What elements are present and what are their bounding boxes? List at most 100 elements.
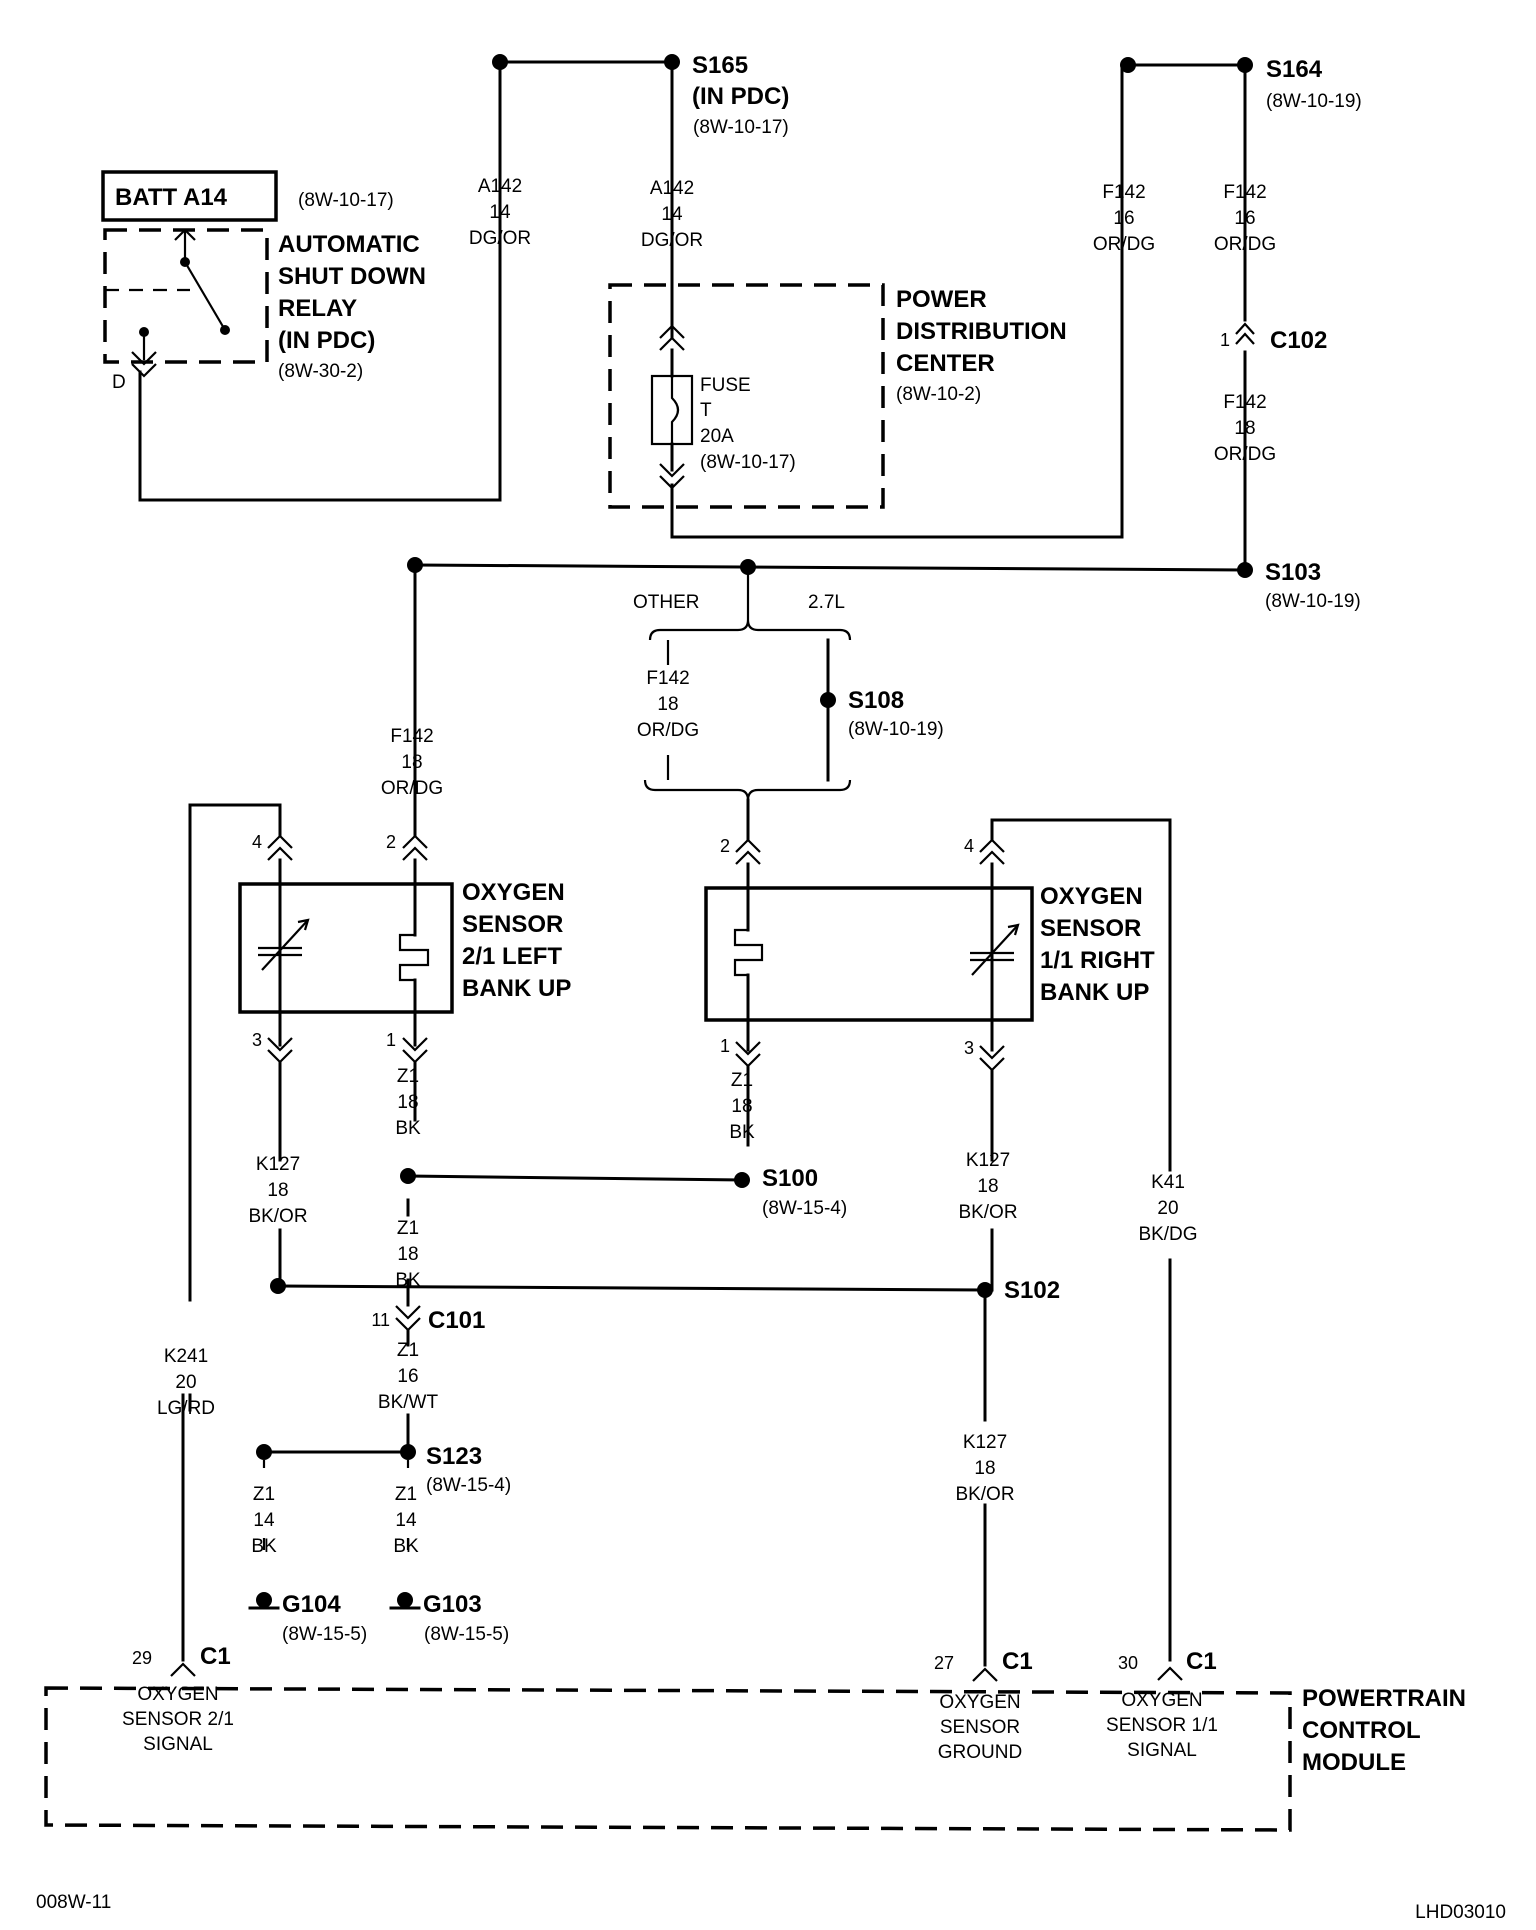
svg-text:BK/OR: BK/OR [248, 1206, 307, 1227]
o2-left-pin-2: 2 [386, 832, 396, 852]
splice-s103-label: S103 [1265, 559, 1321, 586]
wire-label-k41: K41 20 BK/DG [1138, 1172, 1197, 1245]
asd-relay-pin: D [112, 372, 126, 393]
asd-relay-line-4: (IN PDC) [278, 327, 375, 354]
svg-text:K127: K127 [963, 1432, 1007, 1453]
pdc-line-2: DISTRIBUTION [896, 318, 1067, 345]
pcm-pin-27-conn: C1 [1002, 1648, 1033, 1675]
pcm-pin-29-line-1: OXYGEN [137, 1684, 218, 1705]
o2-right-line-3: 1/1 RIGHT [1040, 947, 1155, 974]
svg-text:18: 18 [974, 1458, 995, 1479]
svg-text:18: 18 [977, 1176, 998, 1197]
pcm-line-2: CONTROL [1302, 1717, 1421, 1744]
asd-relay-line-1: AUTOMATIC [278, 231, 420, 258]
svg-text:14: 14 [395, 1510, 417, 1531]
o2-right-line-1: OXYGEN [1040, 883, 1143, 910]
svg-text:16: 16 [1234, 208, 1255, 229]
pcm-pin-30-conn: C1 [1186, 1648, 1217, 1675]
svg-text:18: 18 [397, 1244, 418, 1265]
fuse-line-2: T [700, 400, 712, 421]
svg-text:K127: K127 [256, 1154, 300, 1175]
svg-text:20: 20 [1157, 1198, 1178, 1219]
o2-left-line-4: BANK UP [462, 975, 571, 1002]
svg-text:BK/OR: BK/OR [958, 1202, 1017, 1223]
footer-left-code: 008W-11 [36, 1892, 111, 1913]
splice-s100-ref: (8W-15-4) [762, 1198, 847, 1219]
wire-label-z1-left-up: Z1 18 BK [395, 1066, 421, 1139]
pcm-pin-27-line-2: SENSOR [940, 1717, 1020, 1738]
connector-c102 [1235, 322, 1255, 345]
svg-text:F142: F142 [1223, 182, 1266, 203]
svg-text:14: 14 [489, 202, 511, 223]
wire-label-z1-g104: Z1 14 BK [251, 1484, 277, 1557]
pcm-pin-30-num: 30 [1118, 1653, 1138, 1673]
pcm-pin-30-line-1: OXYGEN [1121, 1690, 1202, 1711]
fuse-line-3: 20A [700, 426, 734, 447]
svg-text:Z1: Z1 [731, 1070, 753, 1091]
wire-label-f142-b: F142 16 OR/DG [1214, 182, 1276, 255]
pcm-line-1: POWERTRAIN [1302, 1685, 1466, 1712]
pcm-pin-30-line-3: SIGNAL [1127, 1740, 1197, 1761]
svg-text:K41: K41 [1151, 1172, 1185, 1193]
option-2-7l: 2.7L [808, 592, 845, 613]
wire-label-f142-c: F142 18 OR/DG [1214, 392, 1276, 465]
connector-c102-label: C102 [1270, 327, 1327, 354]
option-other: OTHER [633, 592, 700, 613]
wire-label-z1-right-up: Z1 18 BK [729, 1070, 755, 1143]
ground-g104-ref: (8W-15-5) [282, 1624, 367, 1645]
svg-text:20: 20 [175, 1372, 196, 1393]
wire-label-f142-other: F142 18 OR/DG [637, 668, 699, 741]
batt-a14-box [101, 170, 278, 222]
pdc-line-3: CENTER [896, 350, 995, 377]
splice-s100-dot [734, 1172, 750, 1188]
pcm-pin-29-line-2: SENSOR 2/1 [122, 1709, 234, 1730]
splice-s100-label: S100 [762, 1165, 818, 1192]
pdc-line-1: POWER [896, 286, 987, 313]
o2-right-line-4: BANK UP [1040, 979, 1149, 1006]
wire-label-k241: K241 20 LG/RD [157, 1346, 215, 1419]
connector-c101-pin: 11 [371, 1310, 390, 1330]
splice-s123-dot [400, 1444, 416, 1460]
wire-label-z1-c101: Z1 16 BK/WT [378, 1340, 439, 1413]
splice-s108-ref: (8W-10-19) [848, 719, 944, 740]
wire-label-a142-mid: A142 14 DG/OR [641, 178, 703, 251]
fuse-line-1: FUSE [700, 375, 751, 396]
wire-label-f142-left: F142 18 OR/DG [381, 726, 443, 799]
splice-s123-label: S123 [426, 1443, 482, 1470]
o2-right-pin-2: 2 [720, 836, 730, 856]
o2-left-pin-4: 4 [252, 832, 262, 852]
wire-label-z1-mid: Z1 18 BK [395, 1218, 421, 1291]
svg-text:K127: K127 [966, 1150, 1010, 1171]
pcm-line-3: MODULE [1302, 1749, 1406, 1776]
svg-text:F142: F142 [1102, 182, 1145, 203]
asd-relay-line-2: SHUT DOWN [278, 263, 426, 290]
option-braces [643, 567, 852, 842]
connector-c101-label: C101 [428, 1307, 485, 1334]
o2-right-line-2: SENSOR [1040, 915, 1141, 942]
svg-text:LG/RD: LG/RD [157, 1398, 215, 1419]
pcm-pin-27-line-1: OXYGEN [939, 1692, 1020, 1713]
splice-s164-ref: (8W-10-19) [1266, 91, 1362, 112]
o2-right-pin-3: 3 [964, 1038, 974, 1058]
powertrain-control-module [44, 1662, 1292, 1832]
ground-g103-label: G103 [423, 1591, 482, 1618]
ground-g104-label: G104 [282, 1591, 341, 1618]
svg-text:OR/DG: OR/DG [381, 778, 443, 799]
splice-s165-label: S165 [692, 52, 748, 79]
batt-a14-label: BATT A14 [115, 184, 228, 211]
svg-text:18: 18 [1234, 418, 1255, 439]
svg-text:BK: BK [729, 1122, 755, 1143]
svg-text:14: 14 [661, 204, 683, 225]
wire-label-k127-right-up: K127 18 BK/OR [958, 1150, 1017, 1223]
o2-left-line-2: SENSOR [462, 911, 563, 938]
wire-label-a142-left: A142 14 DG/OR [469, 176, 531, 249]
wire-label-k127-left: K127 18 BK/OR [248, 1154, 307, 1227]
svg-text:F142: F142 [1223, 392, 1266, 413]
splice-s123-ref: (8W-15-4) [426, 1475, 511, 1496]
svg-text:Z1: Z1 [395, 1484, 417, 1505]
svg-text:18: 18 [267, 1180, 288, 1201]
asd-relay-ref: (8W-30-2) [278, 361, 363, 382]
svg-text:BK/OR: BK/OR [955, 1484, 1014, 1505]
svg-text:Z1: Z1 [397, 1218, 419, 1239]
